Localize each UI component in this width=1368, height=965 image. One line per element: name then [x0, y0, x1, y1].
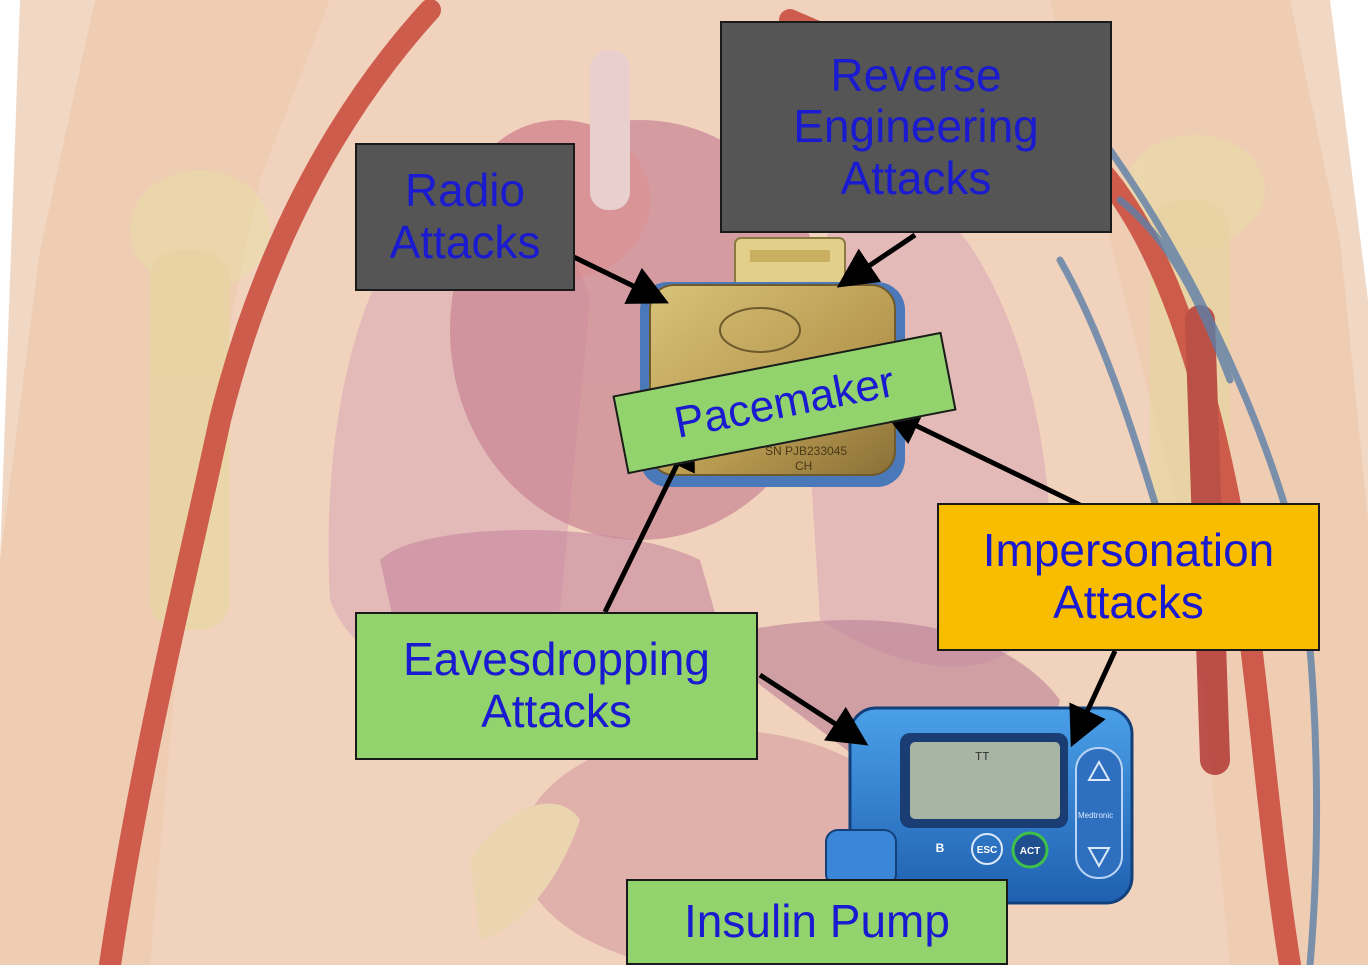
- reverse-engineering-attacks-label: Reverse Engineering Attacks: [720, 21, 1112, 233]
- insulin-pump-device: TT Medtronic B ESC ACT: [826, 708, 1132, 903]
- pump-screen-text: TT: [975, 750, 989, 764]
- impersonation-attacks-label: Impersonation Attacks: [937, 503, 1320, 651]
- pump-button-act: ACT: [1020, 846, 1041, 857]
- pump-button-esc: ESC: [977, 845, 998, 856]
- pump-side-text: Medtronic: [1078, 811, 1113, 820]
- insulin-pump-label: Insulin Pump: [626, 879, 1008, 965]
- pacemaker-code-text: CH: [795, 459, 812, 473]
- pacemaker-serial-text: SN PJB233045: [765, 444, 847, 458]
- radio-attacks-label: Radio Attacks: [355, 143, 575, 291]
- pump-button-b: B: [936, 841, 945, 855]
- pump-nav-pad: Medtronic: [1076, 748, 1122, 878]
- eavesdropping-attacks-label: Eavesdropping Attacks: [355, 612, 758, 760]
